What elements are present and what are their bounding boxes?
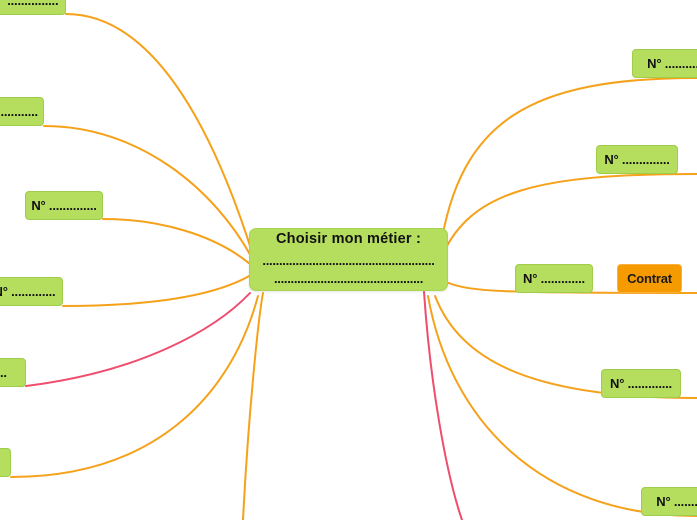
branch-node-label: N° .......... [647,56,697,71]
branch-node-right-4[interactable]: N° ............. [601,369,681,398]
branch-node-label: N° ....... [656,494,697,509]
branch-node-label: N° .............. [604,152,670,167]
branch-node-label: N° .............. [31,198,97,213]
branch-node-label: .... [0,365,7,380]
branch-node-left-4[interactable]: N° ............. [0,277,63,306]
center-node-blank-line-1: ........................................… [262,252,435,268]
center-node[interactable]: Choisir mon métier : ...................… [249,228,448,291]
edge-right-2 [440,173,697,259]
edge-center-down [242,292,264,520]
center-node-title: Choisir mon métier : [276,230,421,247]
branch-node-right-5[interactable]: N° ....... [641,487,697,516]
branch-node-left-1[interactable]: N° ............... [0,0,66,15]
branch-node-left-2[interactable]: N° ............. [0,97,44,126]
edge-left-1 [65,13,253,253]
branch-node-label: N° ............... [0,0,59,8]
edge-right-5 [427,295,697,517]
edge-right-1 [439,77,697,251]
branch-node-left-6[interactable]: . [0,448,11,477]
edge-left-6 [10,295,259,478]
branch-node-label: N° ............. [523,271,585,286]
branch-node-right-3b[interactable]: Contrat [617,264,682,293]
center-node-blank-line-2: ........................................… [273,271,424,287]
branch-node-right-3[interactable]: N° ............. [515,264,593,293]
branch-node-label: Contrat [627,271,672,286]
edge-left-3 [102,218,251,265]
branch-node-right-2[interactable]: N° .............. [596,145,678,174]
edge-left-2 [43,125,253,259]
branch-node-label: N° ............. [0,284,56,299]
edge-left-4 [62,274,252,307]
edge-right-pink [423,291,463,520]
branch-node-right-1[interactable]: N° .......... [632,49,697,78]
branch-node-left-3[interactable]: N° .............. [25,191,103,220]
edge-left-pink [25,292,251,387]
branch-node-label: N° ............. [0,104,38,119]
branch-node-left-5[interactable]: .... [0,358,26,387]
branch-node-label: N° ............. [610,376,672,391]
